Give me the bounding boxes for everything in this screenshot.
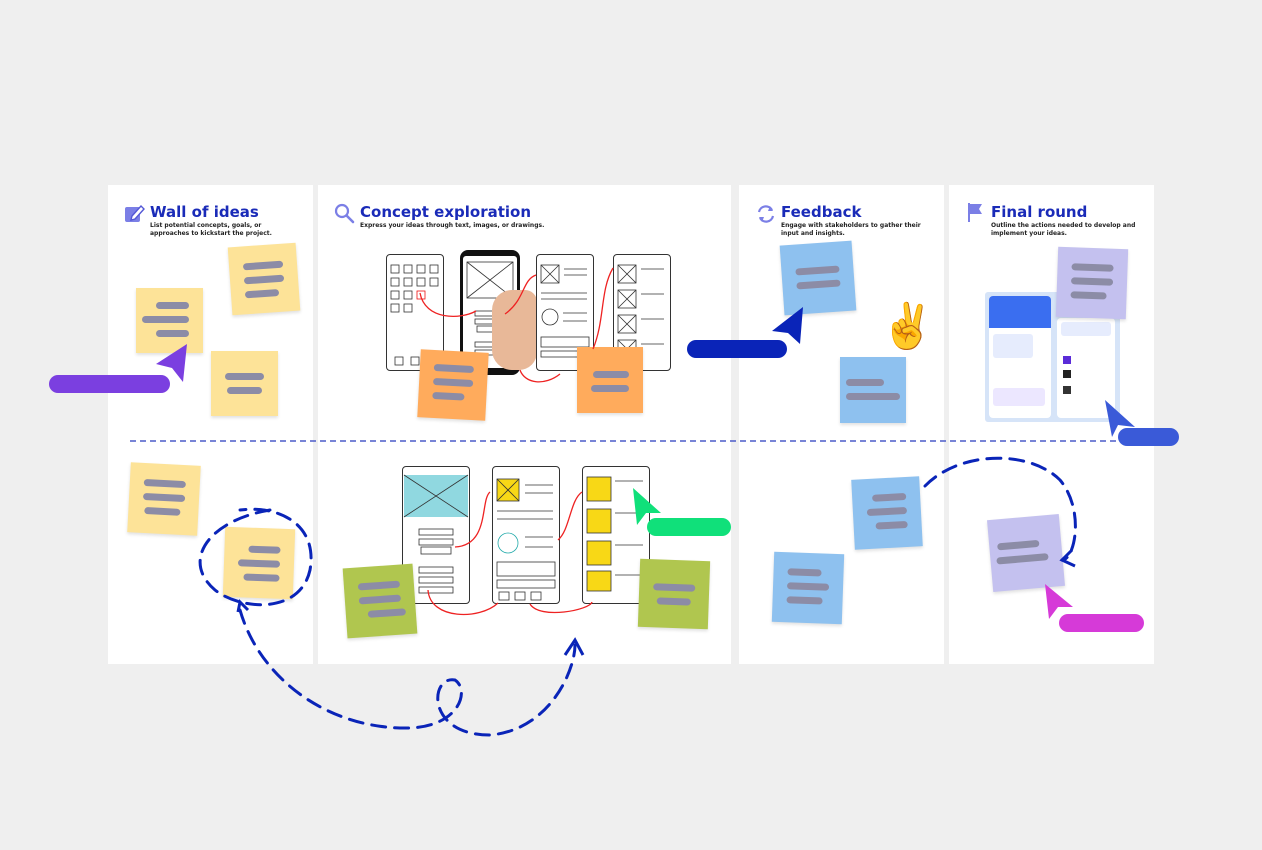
app-mockup-screenshot[interactable] (985, 292, 1120, 422)
section-title: Feedback (781, 203, 862, 221)
collaborator-cursor-label[interactable] (687, 340, 787, 358)
cursor-arrow-icon (772, 307, 803, 344)
section-title: Concept exploration (360, 203, 532, 221)
cursor-arrow-icon (1045, 584, 1073, 619)
section-description: List potential concepts, goals, or appro… (150, 222, 272, 237)
app-card (1061, 322, 1111, 336)
wireframe-drawing (540, 264, 590, 358)
app-phone-screen-left (989, 296, 1051, 418)
wireframe-drawing (496, 478, 556, 601)
collaborator-cursor-label[interactable] (647, 518, 731, 536)
section-description: Engage with stakeholders to gather their… (781, 222, 921, 237)
cursor-arrow-icon (156, 344, 187, 382)
app-card (993, 334, 1033, 358)
section-description: Outline the actions needed to develop an… (991, 222, 1136, 237)
pencil-icon (125, 204, 145, 222)
search-icon (334, 203, 355, 224)
app-list-item (1063, 356, 1071, 364)
collaborator-cursor-label[interactable] (1118, 428, 1179, 446)
collaborator-cursor-label[interactable] (49, 375, 170, 393)
section-description: Express your ideas through text, images,… (360, 222, 545, 229)
sticky-note-blue[interactable] (840, 357, 906, 423)
section-title: Final round (991, 203, 1088, 221)
collaborator-cursor-label[interactable] (1059, 614, 1144, 632)
app-card (993, 388, 1045, 406)
refresh-icon (757, 205, 775, 223)
hand-photo (492, 290, 537, 370)
sticky-note-orange[interactable] (577, 347, 643, 413)
wireframe-sketch-progress[interactable] (492, 466, 560, 604)
cursor-arrow-icon (633, 488, 661, 525)
wireframe-drawing (403, 474, 469, 594)
app-phone-screen-right (1057, 318, 1115, 418)
cursor-arrow-icon (1105, 400, 1135, 437)
app-header (989, 296, 1051, 328)
sticky-note-yellow[interactable] (211, 351, 278, 416)
app-list-item (1063, 386, 1071, 394)
wireframe-drawing (586, 476, 643, 592)
victory-hand-emoji[interactable]: ✌️ (880, 302, 935, 351)
flag-icon (968, 203, 982, 222)
wireframe-drawing (390, 264, 439, 366)
section-title: Wall of ideas (150, 203, 259, 221)
sticky-note-yellow[interactable] (136, 288, 203, 353)
app-list-item (1063, 370, 1071, 378)
